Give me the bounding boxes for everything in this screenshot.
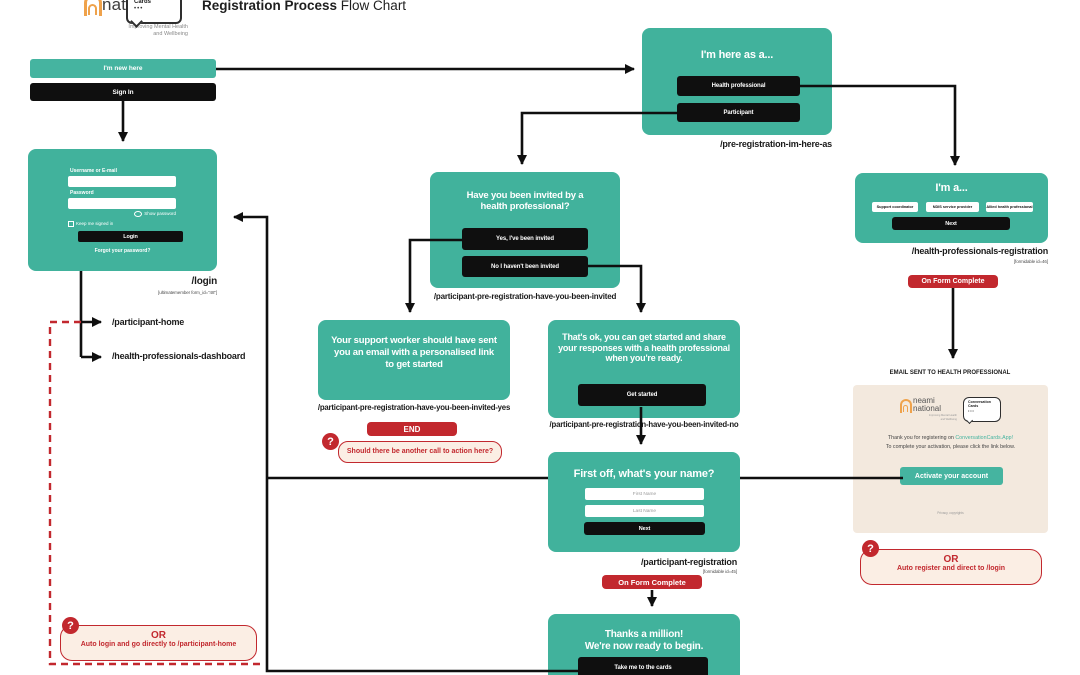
im-here-as-box: I'm here as a... Health professional Par… — [642, 28, 832, 135]
question-icon-auto-register: ? — [862, 540, 879, 557]
auto-register-text: Auto register and direct to /login — [896, 565, 1006, 572]
shortcode-login: [ultimatemember form_id="48"] — [158, 290, 217, 295]
email-footer: Privacy, copyrights — [937, 511, 964, 515]
show-password-toggle[interactable]: Show password — [116, 211, 176, 217]
name-next-button[interactable]: Next — [584, 522, 705, 535]
email-neami-arch-icon — [900, 399, 912, 413]
page-title: Registration Process Flow Chart — [202, 0, 406, 13]
email-brand-tagline2: and Wellbeing — [940, 417, 957, 421]
connector-auto-login-dashed — [48, 320, 262, 666]
logo-tagline-2: and Wellbeing — [153, 31, 188, 37]
invited-no-box: That's ok, you can get started and share… — [548, 320, 740, 418]
im-a-title: I'm a... — [935, 182, 968, 194]
email-sent-heading: EMAIL SENT TO HEALTH PROFESSIONAL — [889, 370, 1011, 376]
email-brand-tagline1: Improving Mental Health — [928, 414, 957, 417]
allied-health-professional-button[interactable]: Allied health professional — [986, 202, 1033, 212]
route-invited-no: /participant-pre-registration-have-you-b… — [549, 420, 739, 429]
invited-no-text: That's ok, you can get started and share… — [558, 332, 730, 363]
question-icon-auto-login: ? — [62, 617, 79, 634]
thanks-box: Thanks a million! We're now ready to beg… — [548, 614, 740, 675]
im-here-as-title: I'm here as a... — [700, 49, 774, 61]
password-label: Password — [70, 190, 94, 196]
im-new-here-button[interactable]: I'm new here — [30, 59, 216, 78]
on-form-complete-badge-hp: On Form Complete — [908, 275, 998, 288]
name-form-box: First off, what's your name? First Name … — [548, 452, 740, 552]
email-body-line2: To complete your activation, please clic… — [885, 444, 1016, 450]
auto-register-or: OR — [943, 554, 959, 565]
email-panel: neami national Improving Mental Health a… — [853, 385, 1048, 533]
email-bubble-line2: Cards — [968, 404, 979, 408]
auto-register-note: OR Auto register and direct to /login — [860, 549, 1042, 585]
email-brand-neami: neami — [913, 396, 935, 405]
invited-yes-box: Your support worker should have sent you… — [318, 320, 510, 400]
email-thanks-text: Thank you for registering on — [887, 435, 956, 441]
email-body-line1: Thank you for registering on Conversatio… — [853, 435, 1048, 441]
thanks-line2: We're now ready to begin. — [584, 641, 704, 652]
login-box: Username or E-mail Password Show passwor… — [28, 149, 217, 271]
have-you-been-invited-box: Have you been invited by a health profes… — [430, 172, 620, 288]
route-pre-registration-im-here-as: /pre-registration-im-here-as — [720, 139, 832, 149]
checkbox-icon — [68, 221, 74, 227]
email-neami-arch-inner-icon — [903, 405, 908, 412]
eye-icon — [134, 211, 143, 217]
route-participant-registration: /participant-registration — [640, 557, 737, 567]
email-brand-national: national — [913, 404, 942, 413]
auto-login-text: Auto login and go directly to /participa… — [80, 641, 237, 648]
route-health-professionals-dashboard: /health-professionals-dashboard — [112, 351, 246, 361]
keep-signed-in-checkbox[interactable]: Keep me signed in — [68, 221, 113, 227]
username-label: Username or E-mail — [70, 168, 117, 174]
route-participant-home: /participant-home — [112, 317, 185, 327]
show-password-label: Show password — [144, 211, 176, 217]
shortcode-health-professionals: [formidable id=46] — [1013, 259, 1048, 264]
thanks-line1: Thanks a million! — [604, 629, 684, 640]
forgot-password-link[interactable]: Forgot your password? — [94, 248, 151, 254]
on-form-complete-badge-participant: On Form Complete — [602, 575, 702, 589]
route-login: /login — [191, 276, 218, 287]
route-have-you-been-invited: /participant-pre-registration-have-you-b… — [433, 292, 617, 301]
get-started-button[interactable]: Get started — [578, 384, 706, 406]
login-button[interactable]: Login — [78, 231, 183, 242]
take-me-to-cards-button[interactable]: Take me to the cards — [578, 657, 708, 675]
ndis-service-provider-button[interactable]: NDIS service provider — [926, 202, 979, 212]
no-invited-button[interactable]: No I haven't been invited — [462, 256, 588, 277]
question-icon-call-to-action: ? — [322, 433, 339, 450]
name-form-title: First off, what's your name? — [573, 468, 715, 480]
yes-invited-button[interactable]: Yes, I've been invited — [462, 228, 588, 250]
neami-arch-inner-icon — [88, 4, 97, 15]
email-bubble-dots: ••• — [968, 408, 975, 413]
route-health-professionals-registration: /health-professionals-registration — [911, 246, 1048, 256]
password-input[interactable] — [68, 198, 176, 209]
email-app-link[interactable]: ConversationCards.App! — [955, 435, 1014, 441]
im-a-next-button[interactable]: Next — [892, 217, 1010, 230]
end-badge: END — [367, 422, 457, 436]
last-name-input[interactable]: Last Name — [585, 505, 704, 517]
page-title-bold: Registration Process — [202, 0, 338, 13]
auto-login-or: OR — [151, 630, 166, 641]
im-a-box: I'm a... Support coordinator NDIS servic… — [855, 173, 1048, 243]
shortcode-participant-registration: [formidable id=45] — [702, 569, 737, 574]
health-professional-button[interactable]: Health professional — [677, 76, 800, 96]
activate-account-button[interactable]: Activate your account — [900, 467, 1003, 485]
neami-arch-icon — [84, 0, 102, 16]
auto-login-note: OR Auto login and go directly to /partic… — [60, 625, 257, 661]
sign-in-button[interactable]: Sign In — [30, 83, 216, 101]
page-title-regular: Flow Chart — [337, 0, 407, 13]
participant-button[interactable]: Participant — [677, 103, 800, 122]
call-to-action-note: Should there be another call to action h… — [338, 441, 502, 463]
bubble-dots: ••• — [134, 6, 144, 12]
username-input[interactable] — [68, 176, 176, 187]
keep-signed-in-label: Keep me signed in — [76, 221, 114, 227]
invited-title: Have you been invited by a health profes… — [466, 190, 584, 212]
email-bubble-line1: Conversation — [968, 400, 991, 404]
route-invited-yes: /participant-pre-registration-have-you-b… — [317, 403, 511, 412]
invited-yes-text: Your support worker should have sent you… — [331, 335, 497, 370]
support-coordinator-button[interactable]: Support coordinator — [872, 202, 918, 212]
bubble-line-2: Cards — [134, 0, 152, 5]
first-name-input[interactable]: First Name — [585, 488, 704, 500]
logo-tagline-1: Improving Mental Health — [128, 24, 188, 30]
